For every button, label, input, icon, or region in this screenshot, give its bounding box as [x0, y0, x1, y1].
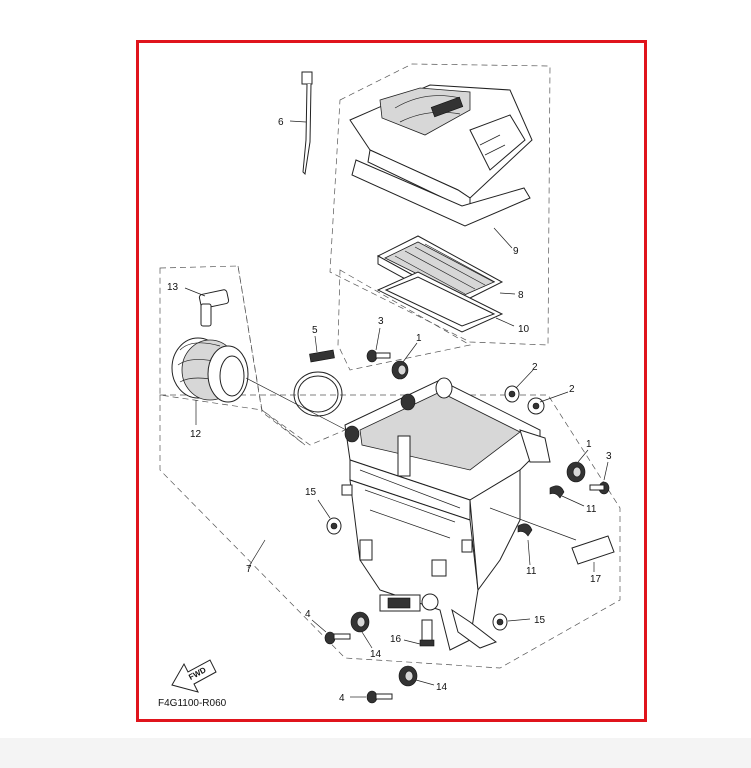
grommet-lower-right — [398, 665, 418, 687]
group-outline-joint — [159, 265, 306, 446]
bolt-right — [589, 481, 610, 495]
bolt-lower-left — [324, 631, 351, 645]
bolt-lower-right — [366, 690, 393, 704]
callout-4-lower: 4 — [339, 693, 345, 704]
filter-case-part — [341, 377, 551, 651]
callout-16: 16 — [390, 634, 402, 645]
callout-1-right: 1 — [586, 439, 592, 450]
collar-upper — [504, 385, 520, 403]
breather-fitting-part — [198, 289, 230, 327]
callout-5: 5 — [312, 325, 318, 336]
diagram-reference-code: F4G1100-R060 — [158, 698, 227, 709]
diagram-frame — [136, 40, 647, 722]
callout-7: 7 — [246, 564, 252, 575]
grommet-right — [566, 461, 586, 483]
forward-arrow-icon: FWD — [171, 659, 217, 693]
collar-bolt-right — [492, 613, 508, 631]
caution-label-part — [571, 535, 615, 565]
callout-1-upper: 1 — [416, 333, 422, 344]
callout-2-upper: 2 — [532, 362, 538, 373]
callout-11-lower: 11 — [526, 566, 537, 577]
intake-joint-part — [171, 337, 249, 403]
callout-12: 12 — [190, 429, 202, 440]
group-outline-joint-right — [237, 265, 346, 446]
group-outline-cover — [329, 63, 551, 346]
callout-17: 17 — [590, 574, 602, 585]
callout-9: 9 — [513, 246, 519, 257]
callout-3-upper: 3 — [378, 316, 384, 327]
collar-bolt-left — [326, 517, 342, 535]
callout-14-right: 14 — [436, 682, 448, 693]
page-bottom-strip — [0, 738, 751, 768]
hose-clamp-part — [293, 349, 343, 417]
group-outline-filter — [337, 269, 471, 371]
case-cover-part — [349, 84, 533, 227]
collar-right — [527, 397, 545, 415]
exploded-parts-diagram: FWD 6 9 8 10 13 5 3 1 2 2 12 1 3 15 11 1… — [158, 63, 621, 709]
grommet-lower-left — [350, 611, 370, 633]
callout-15-right: 15 — [534, 615, 546, 626]
bolt-upper-left — [366, 349, 391, 363]
drain-plug-part — [419, 619, 435, 647]
callout-3-right: 3 — [606, 451, 612, 462]
group-outline-case — [159, 394, 621, 669]
callout-6: 6 — [278, 117, 284, 128]
callout-14-left: 14 — [370, 649, 382, 660]
callout-2-right: 2 — [569, 384, 575, 395]
callout-15-left: 15 — [305, 487, 317, 498]
callout-13: 13 — [167, 282, 179, 293]
clip-lower — [517, 523, 533, 537]
cable-tie-part — [301, 71, 313, 176]
callout-8: 8 — [518, 290, 524, 301]
callout-11-upper: 11 — [586, 504, 597, 515]
callout-10: 10 — [518, 324, 530, 335]
clip-upper — [549, 485, 565, 499]
grommet-upper-left — [391, 360, 409, 380]
callout-4-upper: 4 — [305, 609, 311, 620]
